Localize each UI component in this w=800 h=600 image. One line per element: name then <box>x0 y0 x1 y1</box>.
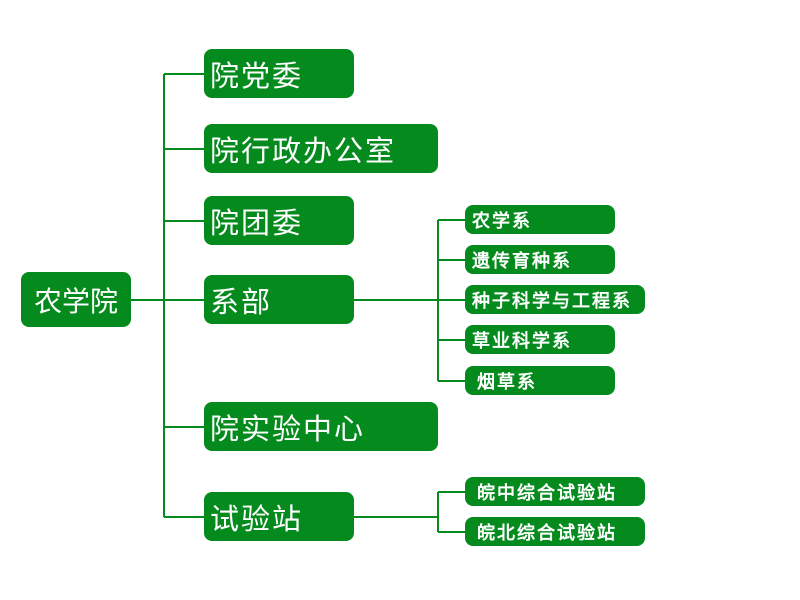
node-party-committee: 院党委 <box>204 49 354 98</box>
node-label: 系部 <box>210 284 273 319</box>
node-label: 院实验中心 <box>210 411 366 446</box>
node-label: 院党委 <box>210 58 304 93</box>
root-node: 农学院 <box>21 272 131 327</box>
node-departments: 系部 <box>204 275 354 324</box>
node-label: 皖北综合试验站 <box>477 522 617 544</box>
node-label: 种子科学与工程系 <box>472 290 632 312</box>
station-north-anhui: 皖北综合试验站 <box>465 517 645 546</box>
dept-agronomy: 农学系 <box>465 205 615 234</box>
node-label: 皖中综合试验站 <box>477 482 617 504</box>
dept-tobacco: 烟草系 <box>465 366 615 395</box>
node-label: 院行政办公室 <box>210 133 397 168</box>
node-label: 农学系 <box>472 210 532 232</box>
node-label: 烟草系 <box>477 371 537 393</box>
node-test-stations: 试验站 <box>204 492 354 541</box>
dept-seed-science: 种子科学与工程系 <box>465 285 645 314</box>
station-central-anhui: 皖中综合试验站 <box>465 477 645 506</box>
node-admin-office: 院行政办公室 <box>204 124 438 173</box>
node-label: 院团委 <box>210 205 304 240</box>
dept-grassland-science: 草业科学系 <box>465 325 615 354</box>
node-label: 遗传育种系 <box>472 250 572 272</box>
root-label: 农学院 <box>33 284 118 318</box>
node-label: 试验站 <box>210 501 304 536</box>
node-label: 草业科学系 <box>472 330 572 352</box>
node-experiment-center: 院实验中心 <box>204 402 438 451</box>
dept-genetics-breeding: 遗传育种系 <box>465 245 615 274</box>
node-youth-league: 院团委 <box>204 196 354 245</box>
